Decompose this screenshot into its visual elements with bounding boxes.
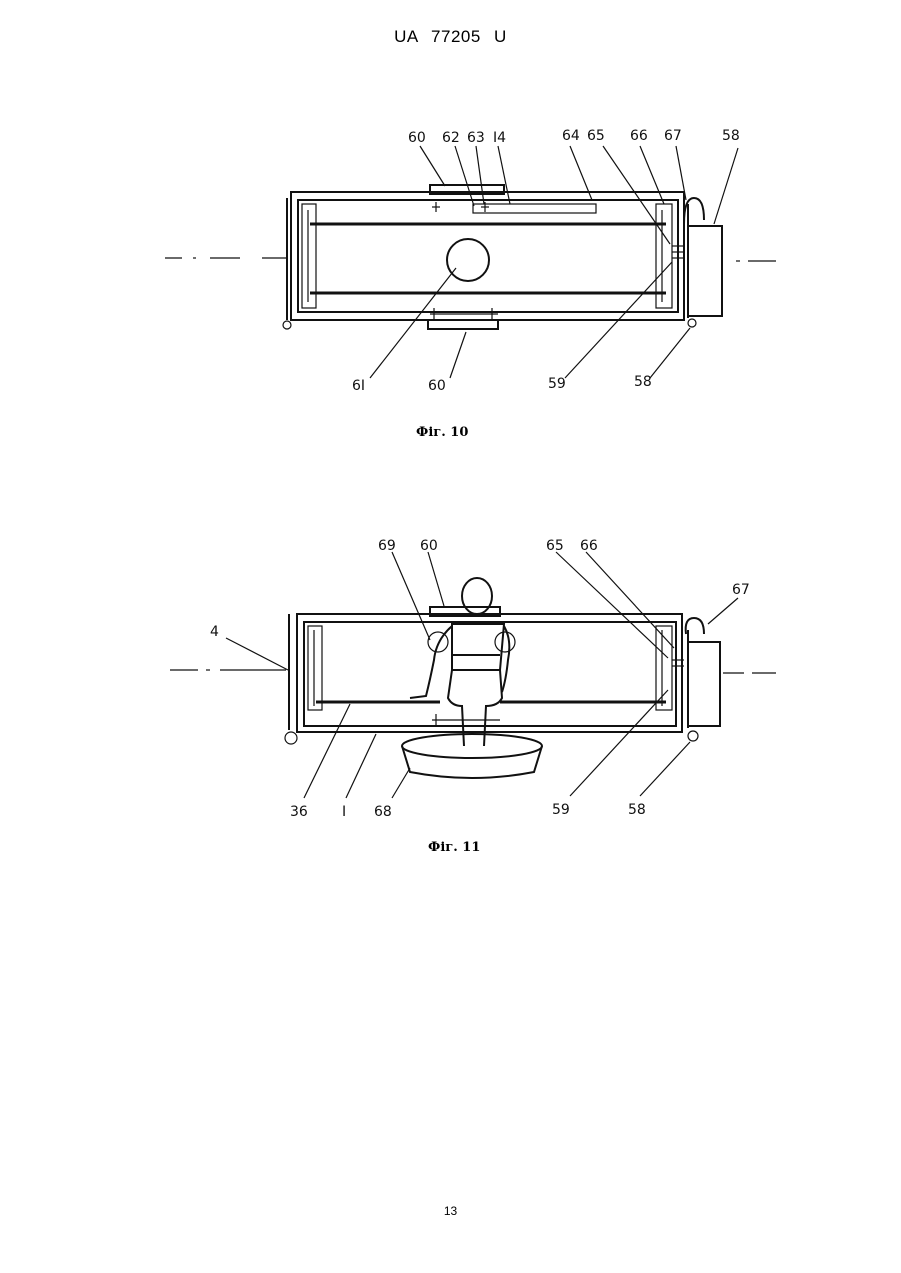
- label-4: 4: [210, 624, 219, 640]
- label-59: 59: [548, 376, 566, 392]
- figure-11-drawing: 69 60 65 66 67 4 36 I 68 59 58: [0, 530, 901, 830]
- page-number: 13: [0, 1204, 901, 1218]
- label-68: 68: [374, 804, 392, 820]
- leader-lines: [226, 552, 738, 798]
- label-60-bottom: 60: [428, 378, 446, 394]
- label-14: I4: [493, 130, 506, 146]
- label-65: 65: [546, 538, 564, 554]
- figure-10-caption: Фіг. 10: [416, 425, 468, 440]
- housing-inner: [304, 622, 676, 726]
- housing-outer: [297, 614, 682, 732]
- label-61: 6I: [352, 378, 365, 394]
- label-58-top: 58: [722, 128, 740, 144]
- wheel-left: [285, 732, 297, 744]
- label-65: 65: [587, 128, 605, 144]
- label-59: 59: [552, 802, 570, 818]
- patent-header: UA 77205 U: [0, 27, 901, 47]
- label-66: 66: [580, 538, 598, 554]
- label-60: 60: [420, 538, 438, 554]
- wheel-right: [688, 319, 696, 327]
- figure-11-caption: Фіг. 11: [428, 840, 480, 855]
- label-58: 58: [628, 802, 646, 818]
- label-62: 62: [442, 130, 460, 146]
- seated-person: [410, 578, 509, 746]
- label-69: 69: [378, 538, 396, 554]
- label-63: 63: [467, 130, 485, 146]
- label-67: 67: [732, 582, 750, 598]
- label-36: 36: [290, 804, 308, 820]
- door-bottom: [428, 320, 498, 329]
- unit-58: [688, 642, 720, 726]
- wheel-left: [283, 321, 291, 329]
- label-66: 66: [630, 128, 648, 144]
- porthole-61: [447, 239, 489, 281]
- label-58-bottom: 58: [634, 374, 652, 390]
- label-60-top: 60: [408, 130, 426, 146]
- figure-10-drawing: 60 62 63 I4 64 65 66 67 58 6I 60 59 58: [0, 120, 901, 410]
- leader-lines: [370, 146, 738, 378]
- housing-outer: [291, 192, 684, 320]
- label-1: I: [342, 804, 346, 820]
- label-64: 64: [562, 128, 580, 144]
- unit-58: [688, 226, 722, 316]
- foot-basin: [402, 734, 542, 778]
- wheel-right: [688, 731, 698, 741]
- label-67: 67: [664, 128, 682, 144]
